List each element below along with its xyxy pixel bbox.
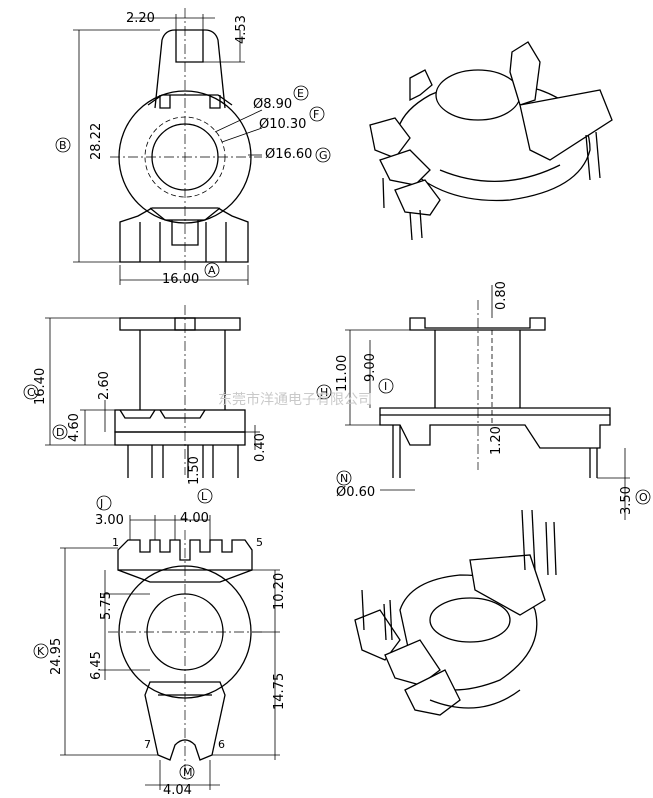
dim-slot-width: 2.20 xyxy=(126,11,155,26)
isometric-view-bottom xyxy=(354,509,557,716)
dim-outer-height: 11.00 xyxy=(335,355,350,392)
dim-base-height: 4.60 xyxy=(67,413,82,442)
pin-label-5: 5 xyxy=(256,536,263,549)
pin-label-7: 7 xyxy=(144,738,151,751)
marker-i: I xyxy=(384,380,387,393)
dim-diameter-3: Ø16.60 xyxy=(265,147,312,162)
watermark: 东莞市洋通电子有限公司 xyxy=(218,391,372,408)
bottom-view: 3.00 4.00 10.20 5.75 6.45 24.95 14.75 4.… xyxy=(33,488,287,798)
marker-n: N xyxy=(340,472,348,485)
dim-offset: 1.20 xyxy=(489,426,504,455)
marker-f: F xyxy=(313,108,319,121)
dim-width: 16.00 xyxy=(162,272,199,287)
dim-bottom-width: 4.04 xyxy=(163,783,192,798)
dim-diameter-2: Ø10.30 xyxy=(259,117,306,132)
dim-total: 24.95 xyxy=(49,638,64,675)
dim-pin-length: 3.50 xyxy=(619,486,634,515)
dim-pitch-1: 3.00 xyxy=(95,513,124,528)
marker-l: L xyxy=(201,490,208,503)
dim-pitch-2: 4.00 xyxy=(180,511,209,526)
marker-m: M xyxy=(183,766,193,779)
marker-e: E xyxy=(297,87,304,100)
marker-h: H xyxy=(320,386,328,399)
front-view: 16.40 2.60 4.60 0.40 1.50 C D xyxy=(23,305,268,485)
dim-upper: 10.20 xyxy=(272,573,287,610)
dim-hole: 5.75 xyxy=(99,591,114,620)
side-view: 0.80 9.00 11.00 1.20 3.50 Ø0.60 H I N O xyxy=(316,281,651,520)
marker-k: K xyxy=(37,645,45,658)
top-view: 2.20 4.53 28.22 16.00 Ø8.90 Ø10.30 Ø16.6… xyxy=(55,8,331,287)
marker-a: A xyxy=(208,264,216,277)
marker-g: G xyxy=(319,149,328,162)
dim-diameter-1: Ø8.90 xyxy=(253,97,292,112)
isometric-view-top xyxy=(369,41,613,241)
marker-c: C xyxy=(27,386,35,399)
dim-pin-pitch: 1.50 xyxy=(187,456,202,485)
dim-flange-thickness: 0.80 xyxy=(494,281,509,310)
dim-slot-depth: 4.53 xyxy=(234,15,249,44)
dim-flange: 2.60 xyxy=(97,371,112,400)
dim-lower-hole: 6.45 xyxy=(89,651,104,680)
dim-lower: 14.75 xyxy=(272,673,287,710)
dim-pin-diameter: Ø0.60 xyxy=(336,485,375,500)
pin-label-1: 1 xyxy=(112,536,119,549)
pin-label-6: 6 xyxy=(218,738,225,751)
marker-o: O xyxy=(639,491,648,504)
dim-gap: 0.40 xyxy=(253,433,268,462)
marker-j: J xyxy=(99,497,103,510)
dim-inner-height: 9.00 xyxy=(363,353,378,382)
marker-d: D xyxy=(56,426,64,439)
dim-height: 28.22 xyxy=(89,123,104,160)
marker-b: B xyxy=(59,139,67,152)
